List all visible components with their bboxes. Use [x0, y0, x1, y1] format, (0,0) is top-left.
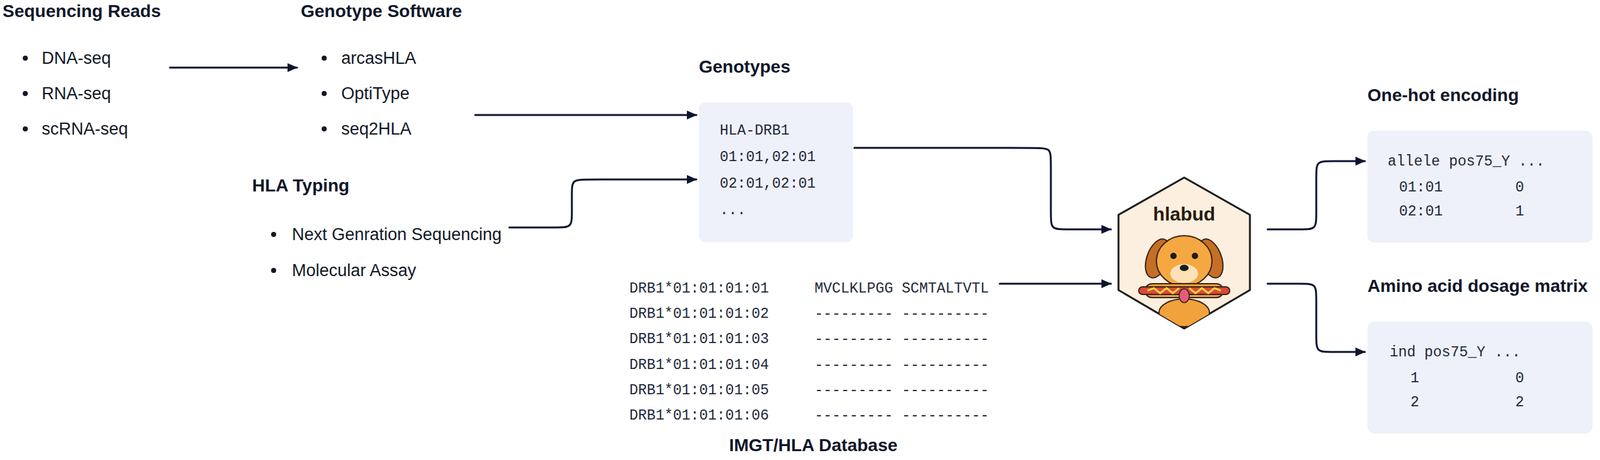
logo-illustration [1117, 176, 1252, 330]
panel-background [1367, 321, 1593, 434]
dog-head [1156, 235, 1213, 287]
code-text: ... [1518, 152, 1545, 171]
code-text: --------- ---------- [814, 305, 989, 323]
list-item: Next Genration Sequencing [291, 224, 502, 245]
code-text: pos75_Y [1448, 152, 1511, 171]
code-text: 1 [1410, 369, 1420, 388]
section-heading: Genotypes [698, 56, 791, 78]
code-text: MVCLKLPGG SCMTALTVTL [814, 279, 989, 298]
dog-eye [1191, 252, 1199, 260]
flow-arrow [169, 66, 297, 69]
bullet-dot [321, 126, 327, 132]
code-text: DRB1*01:01:01:06 [629, 406, 770, 425]
panel-box: One-hot encoding allele pos75_Y... 01:01 0 02… [1367, 85, 1593, 243]
code-text: 01:01 [1399, 178, 1443, 197]
code-text: --------- ---------- [814, 356, 989, 375]
text-group: Genotype Software arcasHLA OptiType seq2HLA [300, 1, 463, 140]
code-text: --------- ---------- [814, 381, 989, 400]
bullet-dot [321, 55, 327, 61]
bullet-dot [22, 55, 28, 61]
code-text: ind [1389, 343, 1416, 362]
bullet-dot [321, 90, 327, 97]
code-text: 02:01 [1399, 202, 1443, 221]
code-text: --------- ---------- [814, 330, 989, 349]
dog-nose [1179, 264, 1189, 272]
section-heading: HLA Typing [252, 175, 350, 196]
bullet-dot [22, 126, 28, 132]
code-text: 0 [1515, 369, 1525, 388]
code-text: DRB1*01:01:01:04 [629, 356, 770, 375]
code-text: --------- ---------- [814, 406, 989, 425]
flow-arrow [509, 179, 697, 228]
dog-muzzle [1170, 264, 1199, 284]
text-group: Sequencing ReadsDNA-seqRNA-seq scRNA-seq [2, 1, 162, 140]
dog-tongue [1179, 288, 1190, 303]
flow-arrow [854, 147, 1111, 230]
section-heading: Genotype Software [300, 1, 462, 22]
flow-arrow [1267, 161, 1365, 230]
list-item: Molecular Assay [291, 260, 417, 281]
panel-box: GenotypesHLA-DRB1 01:01,02:01 02:01,02:01.… [698, 56, 854, 243]
list-item: RNA-seq [41, 83, 112, 104]
dog-eye [1170, 252, 1177, 260]
code-text: HLA-DRB1 [719, 121, 790, 140]
code-text: 1 [1515, 202, 1525, 221]
bullet-dot [271, 267, 277, 273]
bullet-dot [271, 231, 277, 237]
code-text: DRB1*01:01:01:01 [629, 279, 770, 298]
code-text: 01:01,02:01 [719, 148, 816, 167]
flow-arrow [475, 114, 697, 117]
list-item: scRNA-seq [41, 118, 129, 140]
section-heading: IMGT/HLA Database [729, 435, 898, 456]
section-heading: Amino acid dosage matrix [1367, 276, 1588, 297]
text-group: HLA TypingNext Genration SequencingMolec… [252, 175, 502, 281]
bullet-dot [22, 90, 28, 97]
section-heading: One-hot encoding [1367, 85, 1520, 106]
list-item: seq2HLA [341, 118, 412, 140]
flow-arrow [1267, 283, 1365, 352]
code-text: 02:01,02:01 [719, 175, 816, 193]
section-heading: Sequencing Reads [2, 1, 162, 22]
code-text: 0 [1515, 178, 1525, 197]
logo-hexagon: hlabud [1117, 176, 1252, 330]
dog-mascot [1138, 235, 1230, 327]
list-item: OptiType [341, 83, 410, 104]
list-item: arcasHLA [341, 48, 417, 69]
code-text: 2 [1410, 393, 1420, 412]
code-text: DRB1*01:01:01:03 [629, 330, 770, 349]
code-text: 2 [1515, 393, 1525, 412]
list-item: DNA-seq [41, 48, 112, 69]
hexagon-outline [1118, 177, 1250, 329]
code-text: pos75_Y [1424, 343, 1486, 362]
code-text: DRB1*01:01:01:05 [629, 381, 770, 400]
code-text: DRB1*01:01:01:02 [629, 305, 770, 323]
panel-box: Amino acid dosage matrix ind pos75_Y... 1 0 2… [1367, 276, 1593, 434]
flow-arrow [999, 283, 1111, 285]
code-text: allele [1387, 152, 1441, 171]
logo-text: hlabud [1153, 202, 1216, 226]
code-text: ... [719, 201, 746, 220]
code-text: ... [1494, 343, 1521, 362]
text-group: DRB1*01:01:01:01 MVCLKLPGG SCMTALTVTL DRB1… [629, 279, 990, 456]
